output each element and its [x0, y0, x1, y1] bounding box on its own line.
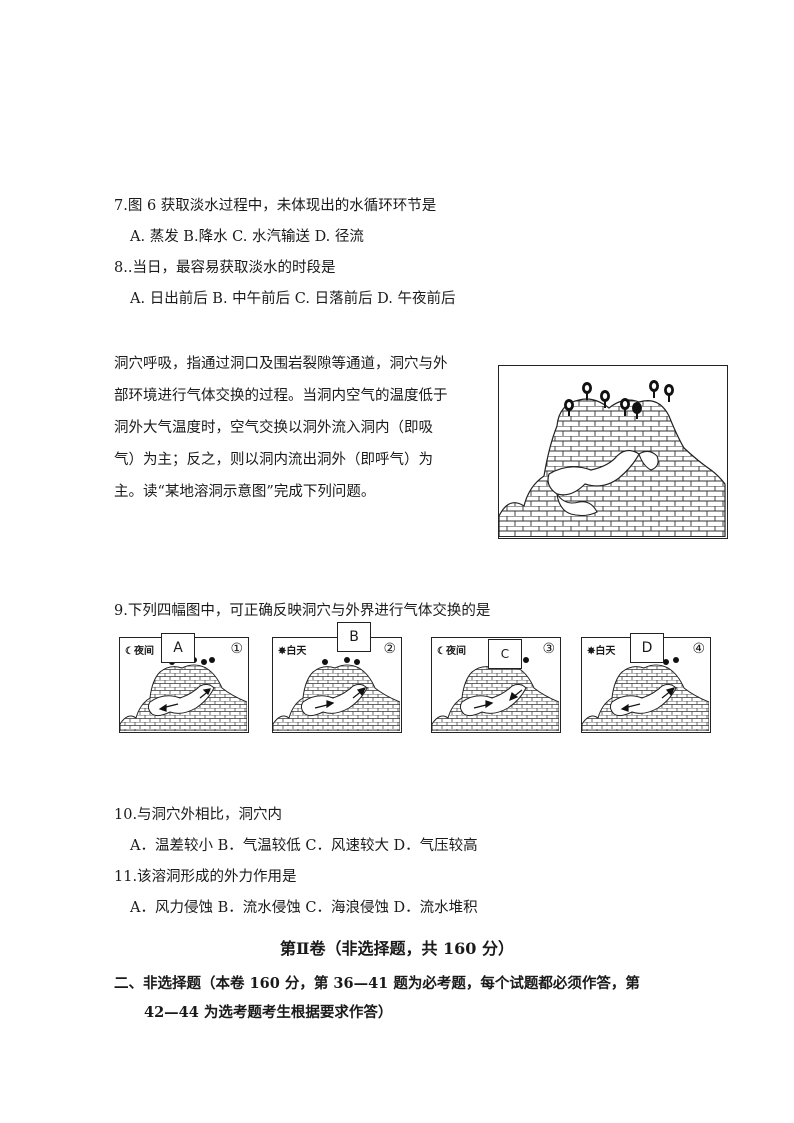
karst-cave-illustration [498, 380, 726, 538]
panel-b: ✸白天 ② [272, 637, 402, 733]
panel-time-label: ☾夜间 [437, 642, 466, 657]
panel-time-text: 白天 [286, 646, 307, 657]
q10-options: A．温差较小 B．气温较低 C．风速较大 D．气压较高 [130, 838, 478, 854]
panel-time-text: 白天 [595, 646, 616, 657]
passage-line: 洞外大气温度时，空气交换以洞外流入洞内（即吸 [114, 420, 433, 436]
panel-c: ☾夜间 ③ [431, 637, 561, 733]
q8-options: A. 日出前后 B. 中午前后 C. 日落前后 D. 午夜前后 [130, 291, 456, 307]
cave-panel-illustration [582, 657, 709, 731]
cave-panel-illustration [120, 657, 247, 731]
q9-stem: 9.下列四幅图中，可正确反映洞穴与外界进行气体交换的是 [114, 603, 491, 619]
panel-letter-a: A [161, 633, 195, 663]
panel-letter-d: D [630, 633, 664, 663]
panel-time-label: ✸白天 [587, 642, 615, 657]
panel-time-label: ☾夜间 [125, 642, 154, 657]
panel-number: ① [230, 641, 243, 657]
panel-number: ④ [692, 641, 705, 657]
passage-line: 洞穴呼吸，指通过洞口及围岩裂隙等通道，洞穴与外 [114, 356, 448, 372]
karst-cave-figure [498, 365, 728, 539]
q10-stem: 10.与洞穴外相比，洞穴内 [114, 807, 283, 823]
cave-panel-illustration [273, 657, 400, 731]
moon-icon: ☾ [125, 646, 134, 657]
sun-icon: ✸ [587, 646, 596, 657]
panel-time-text: 夜间 [445, 646, 466, 657]
passage-line: 部环境进行气体交换的过程。当洞内空气的温度低于 [114, 388, 448, 404]
section-instruction-line2: 42—44 为选考题考生根据要求作答） [144, 1004, 393, 1021]
part2-heading: 第Ⅱ卷（非选择题，共 160 分） [279, 939, 515, 958]
panel-time-label: ✸白天 [278, 642, 306, 657]
moon-icon: ☾ [437, 646, 446, 657]
panel-d: ✸白天 ④ [581, 637, 711, 733]
passage-line: 气）为主；反之，则以洞内流出洞外（即呼气）为 [114, 452, 433, 468]
section-instruction-line1: 二、非选择题（本卷 160 分，第 36—41 题为必考题，每个试题都必须作答，… [114, 975, 640, 992]
q11-options: A．风力侵蚀 B．流水侵蚀 C．海浪侵蚀 D．流水堆积 [130, 900, 478, 916]
q8-stem: 8..当日，最容易获取淡水的时段是 [114, 260, 336, 276]
panel-letter-b: B [337, 622, 371, 652]
q11-stem: 11.该溶洞形成的外力作用是 [114, 869, 297, 885]
q7-stem: 7.图 6 获取淡水过程中，未体现出的水循环环节是 [114, 198, 437, 214]
cave-panel-illustration [432, 657, 559, 731]
sun-icon: ✸ [278, 646, 287, 657]
panel-number: ③ [542, 641, 555, 657]
passage-line: 主。读“某地溶洞示意图”完成下列问题。 [114, 484, 376, 500]
panel-letter-c: C [488, 639, 522, 669]
panel-number: ② [383, 641, 396, 657]
cave-passage: 洞穴呼吸，指通过洞口及围岩裂隙等通道，洞穴与外 部环境进行气体交换的过程。当洞内… [114, 348, 489, 508]
panel-time-text: 夜间 [133, 646, 154, 657]
q7-options: A. 蒸发 B.降水 C. 水汽输送 D. 径流 [130, 229, 364, 245]
